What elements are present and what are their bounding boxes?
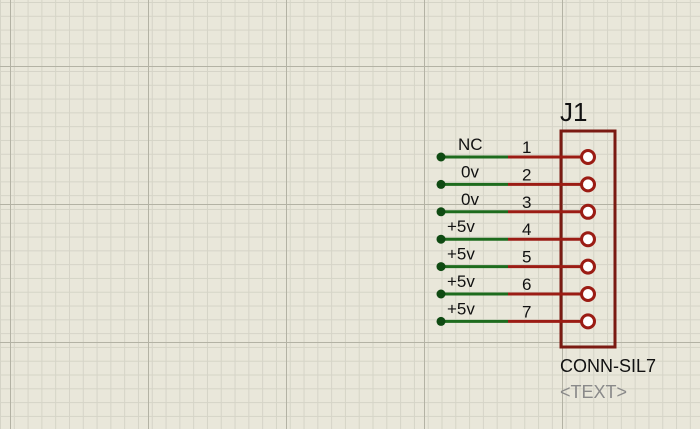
- pin-terminal[interactable]: [580, 231, 596, 248]
- pin-7[interactable]: 7 +5v: [436, 299, 596, 330]
- pin-number: 6: [522, 275, 531, 294]
- wire-end-dot[interactable]: [436, 316, 446, 326]
- net-label[interactable]: NC: [458, 135, 483, 154]
- pin-number: 3: [522, 193, 531, 212]
- wire-end-dot[interactable]: [436, 152, 446, 162]
- pin-number: 7: [522, 302, 531, 321]
- wire-end-dot[interactable]: [436, 234, 446, 244]
- net-label[interactable]: +5v: [447, 299, 475, 318]
- component-text-placeholder[interactable]: <TEXT>: [560, 382, 627, 402]
- pin-terminal[interactable]: [580, 286, 596, 302]
- pin-number: 4: [522, 220, 531, 239]
- pin-number: 2: [522, 165, 531, 184]
- net-label[interactable]: 0v: [461, 162, 479, 181]
- pin-number: 1: [522, 138, 531, 157]
- component-part-name[interactable]: CONN-SIL7: [560, 356, 656, 376]
- wire-end-dot[interactable]: [436, 262, 446, 272]
- wire-end-dot[interactable]: [436, 207, 446, 217]
- pin-5[interactable]: 5 +5v: [436, 245, 596, 275]
- pin-terminal[interactable]: [580, 258, 596, 275]
- pin-1[interactable]: 1 NC: [436, 135, 596, 165]
- wire-end-dot[interactable]: [436, 179, 446, 189]
- net-label[interactable]: 0v: [461, 190, 479, 209]
- pin-6[interactable]: 6 +5v: [436, 272, 596, 302]
- net-label[interactable]: +5v: [447, 272, 475, 291]
- net-label[interactable]: +5v: [447, 245, 475, 264]
- wire-end-dot[interactable]: [436, 289, 446, 299]
- component-designator[interactable]: J1: [560, 97, 587, 127]
- pin-3[interactable]: 3 0v: [436, 190, 596, 220]
- pins-layer: 1 NC 2 0v 3 0v 4 +5v 5 +5v 6 +5v 7 +5v: [436, 135, 596, 330]
- pin-terminal[interactable]: [580, 176, 596, 193]
- pin-number: 5: [522, 248, 531, 267]
- net-label[interactable]: +5v: [447, 217, 475, 236]
- pin-terminal[interactable]: [580, 203, 596, 220]
- pin-2[interactable]: 2 0v: [436, 162, 596, 193]
- pin-terminal[interactable]: [580, 149, 596, 165]
- pin-terminal[interactable]: [580, 313, 596, 330]
- pin-4[interactable]: 4 +5v: [436, 217, 596, 248]
